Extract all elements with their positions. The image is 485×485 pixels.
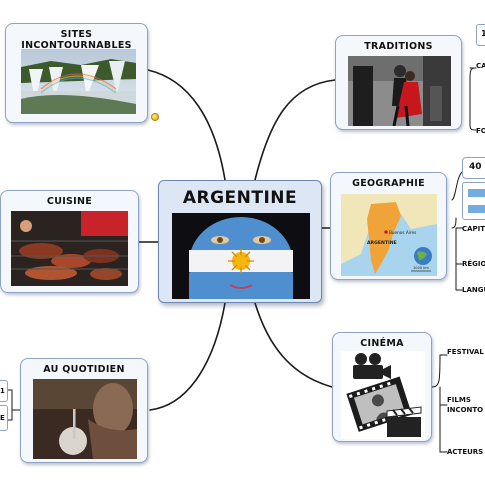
cinema-icon-image [341, 351, 425, 439]
leaf-traditions-ca[interactable]: CA [476, 62, 485, 70]
leaf-label: 1 [481, 29, 485, 38]
central-node-argentine[interactable]: ARGENTINE [158, 180, 322, 303]
connector-quotidien [149, 302, 226, 411]
node-cinema[interactable]: CINÉMA [332, 332, 432, 442]
tango-image [348, 56, 451, 126]
node-sites-incontournables[interactable]: SITES INCONTOURNABLES [5, 23, 148, 123]
connector-traditions-leaves [469, 67, 477, 131]
leaf-cinema-films-line1[interactable]: FILMS [447, 396, 471, 404]
attachment-icon[interactable] [151, 113, 159, 121]
geographie-flag-box[interactable] [462, 182, 485, 220]
map-label-buenos-aires: Buenos Aires [389, 230, 416, 235]
face-flag-image [172, 213, 310, 299]
node-traditions[interactable]: TRADITIONS [335, 35, 462, 130]
connector-cinema-leaves [431, 354, 448, 453]
node-cuisine[interactable]: CUISINE [0, 190, 139, 293]
connector-geographie-leaves [451, 217, 463, 291]
geographie-count-badge[interactable]: 40 [462, 157, 485, 179]
leaf-traditions-fo[interactable]: FO [476, 127, 485, 135]
clapperboard-icon [386, 406, 422, 437]
leaf-label: 1 [0, 387, 5, 395]
connector-traditions [254, 79, 336, 181]
leaf-geographie-langue[interactable]: LANGU [462, 286, 485, 294]
leaf-cinema-films-line2[interactable]: INCONTO [447, 406, 484, 414]
leaf-geographie-regions[interactable]: RÉGIO [462, 260, 485, 268]
quotidien-leaf-box-2[interactable]: E [0, 405, 8, 431]
sun-of-may-icon [228, 248, 254, 274]
leaf-cinema-acteurs[interactable]: ACTEURS [447, 448, 484, 456]
argentina-map-image: Buenos Aires ARGENTINE 1000 km [341, 194, 437, 276]
badge-label: 40 [469, 162, 482, 172]
waterfall-image [21, 49, 136, 114]
node-title: SITES INCONTOURNABLES [21, 29, 132, 51]
connector-geographie-badge [451, 171, 463, 201]
central-title: ARGENTINE [182, 188, 298, 208]
leaf-cinema-festival[interactable]: FESTIVAL [447, 348, 484, 356]
asado-grill-image [11, 211, 128, 286]
node-title: AU QUOTIDIEN [43, 364, 125, 375]
map-scale-label: 1000 km [413, 266, 429, 270]
node-title: TRADITIONS [364, 41, 433, 52]
traditions-leaf-top-box[interactable]: 1 [476, 24, 485, 46]
node-title: CUISINE [46, 196, 93, 207]
leaf-geographie-capitale[interactable]: CAPIT [462, 225, 485, 233]
connector-cinema [254, 302, 333, 388]
map-label-country: ARGENTINE [367, 240, 397, 246]
quotidien-leaf-box-1[interactable]: 1 [0, 380, 8, 402]
mate-drinker-image [33, 379, 137, 459]
connector-sites [147, 69, 226, 181]
leaf-label: E [0, 414, 5, 422]
node-title: GEOGRAPHIE [352, 178, 425, 189]
node-title: CINÉMA [360, 338, 404, 349]
argentina-flag-icon [468, 189, 485, 213]
film-camera-icon [353, 353, 391, 379]
connector-quotidien-leaves [5, 389, 21, 421]
globe-icon [414, 247, 432, 265]
node-geographie[interactable]: GEOGRAPHIE Buenos Aires ARGENTINE 1000 k… [330, 172, 447, 280]
node-au-quotidien[interactable]: AU QUOTIDIEN [20, 358, 148, 463]
